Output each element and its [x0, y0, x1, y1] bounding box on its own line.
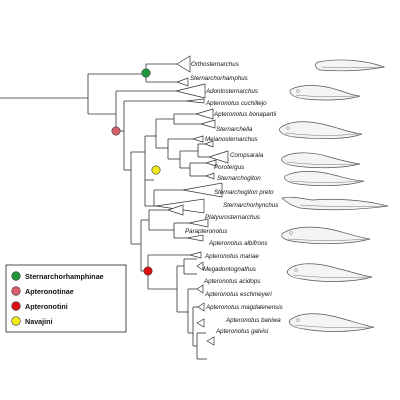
fish-illustrations: [279, 59, 389, 332]
triangle-apteronotus-baniwa: [196, 318, 205, 328]
fish-illustration-apteronotus-baniwa: [288, 313, 375, 332]
taxon-label: Apteronotus magdalenensis: [205, 304, 283, 311]
triangle-apteronotus-galvisi: [206, 336, 215, 346]
legend-item-sternarchorhamphinae: Sternarchorhamphinae: [11, 271, 104, 281]
legend-label: Apteronotini: [25, 302, 68, 311]
taxon-label: Sternarchorhynchus: [223, 202, 278, 209]
taxon-label: Apteronotus baniwa: [225, 317, 281, 324]
triangle-apteronotus-mariae: [186, 234, 204, 242]
taxon-label: Platyurosternarchus: [205, 214, 260, 221]
node-navajini: [151, 165, 161, 175]
taxon-label: Parapteronotus: [185, 228, 227, 235]
fish-illustration-megadontognathus: [286, 263, 373, 282]
clade-triangles: [155, 55, 229, 346]
triangle-parapteronotus: [166, 204, 184, 216]
fish-illustration-sternarchogiton: [284, 171, 365, 187]
node-apteronotini: [143, 266, 153, 276]
legend-label: Sternarchorhamphinae: [25, 272, 104, 281]
taxon-label: Apteronotus galvisi: [215, 328, 269, 335]
fish-illustration-sternarchella: [279, 121, 363, 140]
triangle-apteronotus-magdalenensis: [197, 302, 205, 312]
triangle-apteronotus-eschmeyeri: [196, 284, 204, 294]
taxon-label: Adontosternarchus: [205, 88, 258, 95]
legend-swatch: [11, 316, 21, 326]
legend: Sternarchorhamphinae Apteronotinae Apter…: [5, 264, 127, 333]
taxon-label: Compsaraia: [230, 152, 264, 159]
taxon-label: Apteronotus eschmeyeri: [204, 291, 272, 298]
triangle-apteronotus-bonapartii: [194, 108, 214, 120]
taxon-label: Orthosternarchus: [191, 61, 239, 68]
legend-label: Navajini: [25, 317, 53, 326]
taxon-label: Melanosternarchus: [205, 136, 258, 143]
taxon-label: Porotergus: [214, 164, 244, 171]
triangle-sternarchella: [199, 119, 216, 129]
fish-illustration-compsaraia: [281, 152, 361, 169]
legend-swatch: [11, 286, 21, 296]
node-sternarchorhamphinae: [141, 68, 151, 78]
triangle-apteronotus-albifrons: [188, 218, 209, 228]
node-apteronotinae: [111, 126, 121, 136]
taxon-label: Sternarchogiton: [217, 175, 261, 182]
tree-branches: [0, 63, 209, 360]
taxon-label: Apteronotus mariae: [204, 253, 260, 260]
taxon-label: Apteronotus albifrons: [208, 240, 267, 247]
triangle-megadontognathus: [188, 251, 202, 259]
taxon-labels: Orthosternarchus Sternarchorhamphus Adon…: [185, 61, 283, 335]
legend-swatch: [11, 301, 21, 311]
taxon-label: Sternarchogiton preto: [214, 189, 274, 196]
legend-item-navajini: Navajini: [11, 316, 53, 326]
legend-item-apteronotini: Apteronotini: [11, 301, 68, 311]
taxon-label: Megadontognathus: [203, 266, 256, 273]
triangle-compsaraia: [207, 150, 229, 164]
taxon-label: Sternarchorhamphus: [190, 75, 248, 82]
triangle-sternarchogiton: [204, 159, 217, 167]
triangle-orthosternarchus: [176, 55, 191, 73]
triangle-sternarchorhamphus: [175, 77, 189, 87]
fish-illustration-sternarchorhynchus: [281, 196, 389, 211]
triangle-adontosternarchus: [175, 83, 206, 99]
triangle-apteronotus-cuchillejo: [185, 98, 205, 104]
triangle-porotergus: [204, 140, 214, 148]
taxon-label: Apteronotus acidops: [203, 278, 260, 285]
taxon-label: Sternarchella: [216, 126, 253, 133]
clade-node-markers: [111, 68, 161, 276]
taxon-label: Apteronotus cuchillejo: [205, 100, 267, 107]
fish-illustration-parapteronotus: [281, 226, 371, 245]
triangle-sternarchorhynchus: [182, 182, 223, 198]
triangle-apteronotus-acidops: [196, 261, 204, 271]
taxon-label: Apteronotus bonapartii: [213, 111, 277, 118]
legend-box: [5, 264, 127, 333]
fish-illustration-orthosternarchus: [315, 59, 386, 72]
fish-illustration-adontosternarchus: [289, 85, 361, 101]
triangle-sternarchogiton-preto: [205, 172, 215, 180]
triangle-melanosternarchus: [191, 135, 204, 143]
legend-label: Apteronotinae: [25, 287, 74, 296]
legend-item-apteronotinae: Apteronotinae: [11, 286, 74, 296]
legend-swatch: [11, 271, 21, 281]
